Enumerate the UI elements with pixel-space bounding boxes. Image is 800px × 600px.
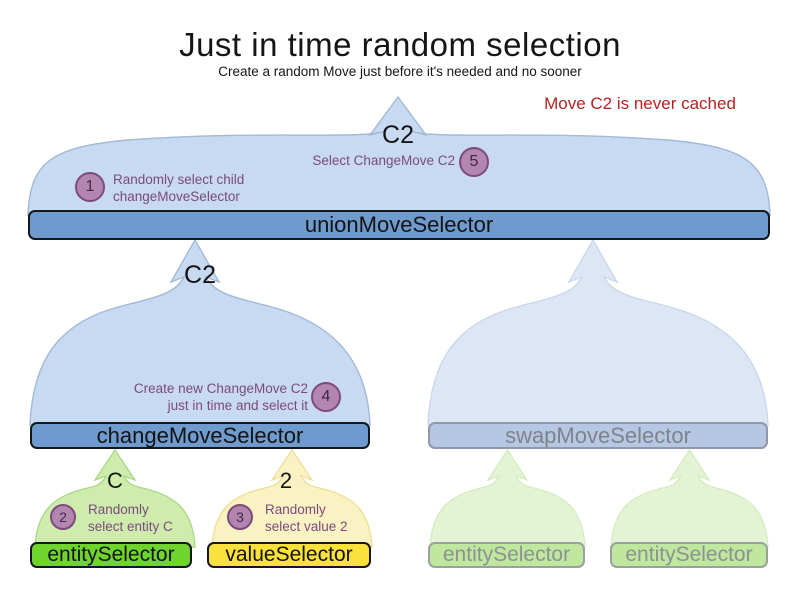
change-move-selector-label: changeMoveSelector [96, 422, 304, 448]
union-output-mound-arrow [27, 95, 771, 216]
step-3-badge: 3 [227, 504, 253, 530]
change-output-mound-arrow [29, 238, 371, 426]
change-output-label: C2 [184, 261, 216, 289]
value-output-label: 2 [279, 468, 293, 493]
step-5-caption-line: Select ChangeMove C2 [312, 153, 455, 168]
step-1-caption: Randomly select child changeMoveSelector [113, 171, 244, 205]
step-2-badge: 2 [50, 504, 76, 530]
entity-selector-bar: entitySelector [30, 542, 192, 568]
step-3-number: 3 [236, 509, 244, 525]
value-selector-bar: valueSelector [207, 542, 371, 568]
step-1-badge: 1 [75, 172, 105, 202]
step-4-number: 4 [321, 388, 331, 405]
step-4-caption-line-2: just in time and select it [167, 398, 308, 413]
page-subtitle: Create a random Move just before it's ne… [218, 64, 582, 79]
step-4-caption-line-1: Create new ChangeMove C2 [133, 381, 308, 396]
step-3-caption: Randomly select value 2 [265, 501, 348, 535]
value-selector-label: valueSelector [225, 543, 353, 566]
step-3-caption-line-1: Randomly [265, 502, 326, 517]
entity-faded-2-mound-arrow [610, 448, 769, 548]
swap-output-mound-arrow [427, 238, 769, 426]
step-5-number: 5 [469, 153, 479, 170]
value-output-mound-arrow [211, 448, 373, 548]
step-2-caption: Randomly select entity C [88, 501, 173, 535]
entity-selector-faded-1-label: entitySelector [442, 543, 571, 566]
step-4-caption: Create new ChangeMove C2 just in time an… [120, 380, 308, 414]
change-move-selector-bar: changeMoveSelector [30, 422, 370, 449]
entity-faded-1-mound-arrow [429, 448, 586, 548]
step-2-caption-line-1: Randomly [88, 502, 149, 517]
entity-output-label: C [107, 468, 123, 493]
step-1-caption-line-1: Randomly select child [113, 172, 245, 187]
cache-note-text: Move C2 is never cached [544, 94, 736, 113]
step-5-caption: Select ChangeMove C2 [295, 152, 455, 169]
step-1-number: 1 [85, 178, 95, 195]
swap-move-selector-bar: swapMoveSelector [428, 422, 768, 449]
step-4-badge: 4 [311, 382, 341, 412]
entity-selector-faded-2-label: entitySelector [625, 543, 753, 566]
step-2-caption-line-2: select entity C [88, 519, 173, 534]
step-1-caption-line-2: changeMoveSelector [113, 189, 240, 204]
entity-output-mound-arrow [34, 448, 196, 548]
swap-move-selector-label: swapMoveSelector [505, 422, 691, 448]
step-3-caption-line-2: select value 2 [265, 519, 348, 534]
entity-selector-faded-1-bar: entitySelector [428, 542, 585, 568]
union-move-selector-bar: unionMoveSelector [28, 210, 770, 240]
step-2-number: 2 [59, 509, 67, 525]
step-5-badge: 5 [459, 147, 489, 177]
entity-selector-label: entitySelector [47, 543, 175, 566]
page-title: Just in time random selection [179, 26, 621, 63]
union-move-selector-label: unionMoveSelector [304, 212, 494, 237]
union-output-label: C2 [382, 121, 414, 149]
entity-selector-faded-2-bar: entitySelector [610, 542, 768, 568]
